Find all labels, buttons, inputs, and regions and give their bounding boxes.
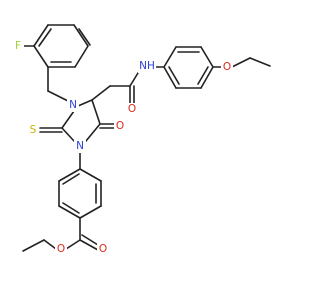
bond xyxy=(231,57,251,68)
bond xyxy=(85,123,101,142)
bond xyxy=(168,66,180,85)
bond xyxy=(43,239,57,250)
atom-layer: F N N NH S O O O xyxy=(12,40,233,256)
bond xyxy=(77,99,93,107)
atom-label: N xyxy=(69,99,77,111)
atom-label: O xyxy=(116,120,124,132)
bond xyxy=(74,45,89,68)
bond xyxy=(61,127,75,142)
atom-label: O xyxy=(128,103,136,115)
atom-label: O xyxy=(57,243,65,255)
bond xyxy=(200,46,214,68)
bond xyxy=(200,66,214,89)
bond xyxy=(163,66,177,89)
bond xyxy=(79,239,99,251)
atom-label: O xyxy=(99,243,107,255)
bond xyxy=(33,24,49,47)
bond xyxy=(73,24,89,47)
bond xyxy=(91,85,111,101)
atom-label: S xyxy=(30,124,37,136)
molecule-structure: F N N NH S O O O xyxy=(12,24,271,256)
ester-oxygen: O xyxy=(55,243,67,256)
bond xyxy=(62,173,80,185)
ketone-oxygen: O xyxy=(114,120,126,133)
amide-nitrogen: NH xyxy=(138,60,156,73)
bond xyxy=(58,205,81,219)
bond xyxy=(38,28,52,47)
atom-label: N xyxy=(76,140,84,152)
bond xyxy=(197,66,209,85)
bond xyxy=(163,46,177,68)
bond xyxy=(65,239,81,250)
atom-label: O xyxy=(223,61,231,73)
bond xyxy=(129,72,139,87)
bond xyxy=(81,234,99,246)
bond xyxy=(47,90,69,102)
bond xyxy=(22,239,45,252)
ester-carbonyl-oxygen: O xyxy=(97,243,109,256)
bond xyxy=(91,99,101,125)
bond xyxy=(249,57,271,67)
ether-oxygen: O xyxy=(221,61,233,74)
sulfur-atom: S xyxy=(27,124,39,137)
bond xyxy=(33,45,49,68)
bond xyxy=(78,28,91,46)
atom-label: F xyxy=(15,40,21,52)
bond xyxy=(62,202,80,214)
bond xyxy=(58,168,81,182)
nitrogen-atom-n3: N xyxy=(67,99,79,112)
bond xyxy=(61,110,75,129)
atom-label: NH xyxy=(139,60,155,72)
bond-layer xyxy=(22,24,271,252)
bond xyxy=(79,205,102,219)
bond xyxy=(79,168,102,182)
amide-oxygen: O xyxy=(126,103,138,116)
fluorine-atom: F xyxy=(12,40,24,53)
nitrogen-atom-n1: N xyxy=(74,140,86,153)
